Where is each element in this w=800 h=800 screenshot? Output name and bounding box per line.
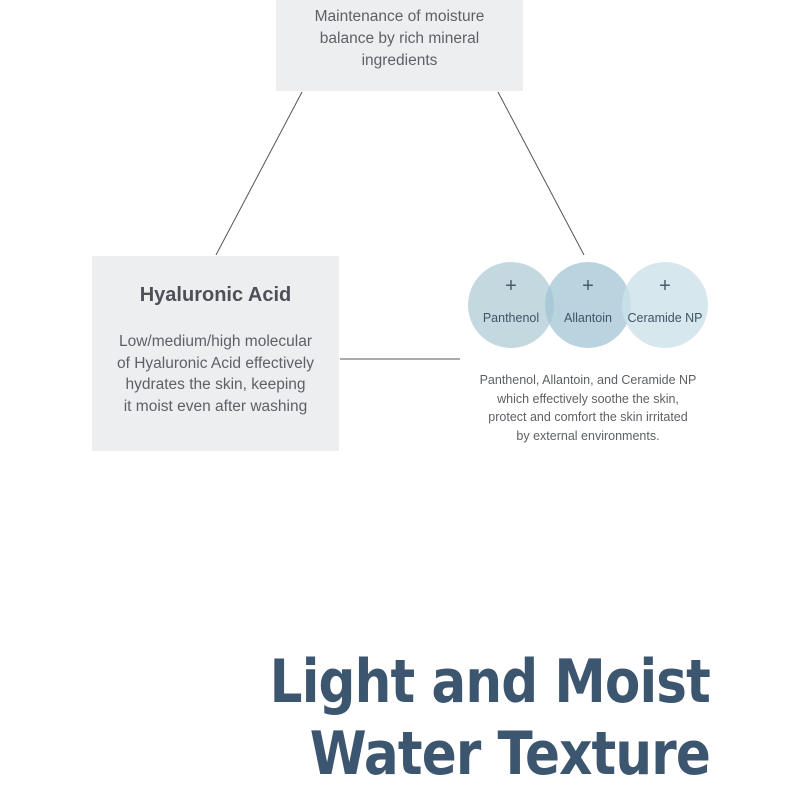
allantoin-label: Allantoin [564,311,612,325]
hyaluronic-acid-title: Hyaluronic Acid [139,284,292,306]
connector-top-right [497,91,585,256]
plus-icon: + [659,275,671,297]
mineral-moisture-description: Maintenance of moisture balance by rich … [290,6,509,72]
description-line: balance by rich mineral [319,30,480,47]
description-line: Maintenance of moisture [314,8,485,25]
headline-line-1: Light and Moist [269,647,711,717]
plus-icon: + [582,275,594,297]
description-line: it moist even after washing [123,397,308,415]
description-line: of Hyaluronic Acid effectively [116,354,314,372]
soothing-ingredients-description: Panthenol, Allantoin, and Ceramide NP wh… [452,371,724,445]
description-line: Low/medium/high molecular [119,333,312,350]
allantoin-circle: + Allantoin [545,262,631,348]
ceramide-np-circle: + Ceramide NP [622,262,708,348]
panthenol-label: Panthenol [482,311,540,325]
panthenol-circle: + Panthenol [468,262,554,348]
hyaluronic-acid-description: Low/medium/high molecular of Hyaluronic … [110,331,321,417]
hyaluronic-acid-box: Hyaluronic Acid Low/medium/high molecula… [92,256,339,451]
connector-top-left [215,91,303,256]
mineral-moisture-box: Maintenance of moisture balance by rich … [276,0,523,91]
headline-line-2: Water Texture [309,719,711,789]
description-line: protect and comfort the skin irritated [488,410,688,424]
plus-icon: + [505,275,517,297]
texture-headline: Light and Moist Water Texture [269,646,711,790]
description-line: by external environments. [516,428,660,443]
description-line: which effectively soothe the skin, [497,391,679,406]
description-line: hydrates the skin, keeping [125,376,306,393]
ceramide-np-label: Ceramide NP [627,311,703,325]
description-line: Panthenol, Allantoin, and Ceramide NP [479,373,697,387]
description-line: ingredients [361,52,438,69]
